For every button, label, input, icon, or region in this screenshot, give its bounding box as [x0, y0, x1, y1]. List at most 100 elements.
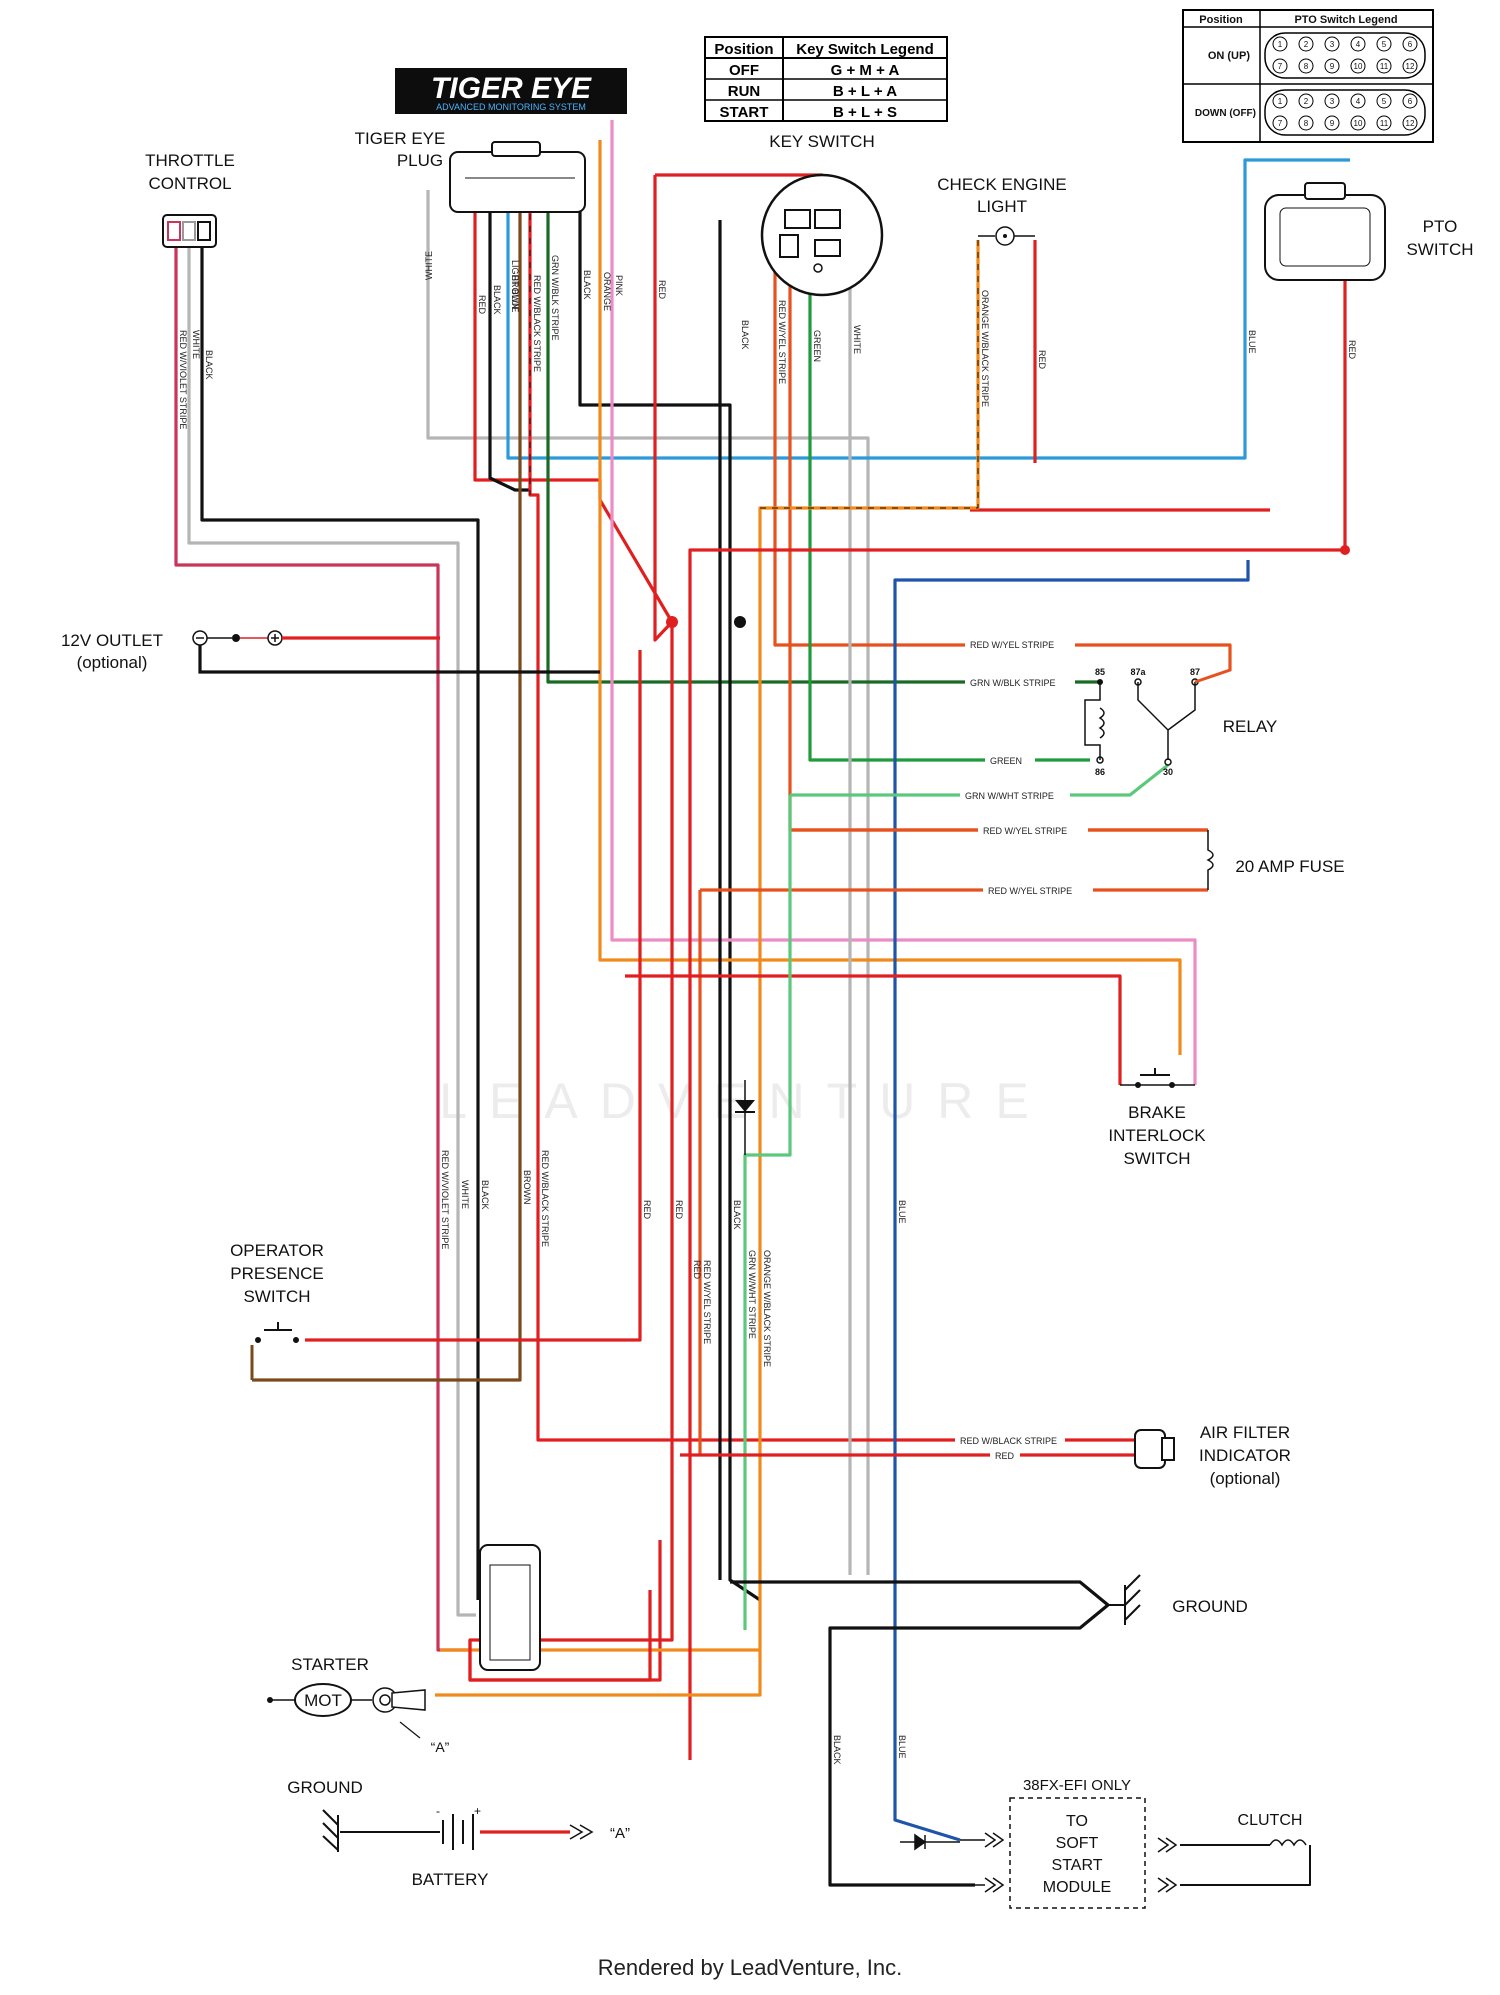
wire-blue — [893, 560, 1250, 1842]
relay-icon — [1084, 648, 1232, 766]
outlet-label: 12V OUTLET — [61, 631, 163, 650]
soft-start-connectors — [900, 1832, 1178, 1893]
pto-pin-number: 10 — [1354, 62, 1363, 71]
wire-gbk-plug — [546, 190, 1100, 684]
soft-start-line-1: TO — [1066, 1813, 1088, 1830]
svg-text:BLACK: BLACK — [832, 1735, 842, 1765]
wire-throttle-red-violet — [174, 245, 470, 1652]
pto-pin — [1298, 36, 1314, 52]
wire-rbk-plug — [528, 190, 1145, 1442]
pto-pin-number: 2 — [1304, 97, 1309, 106]
air-filter-connector — [1134, 1429, 1175, 1469]
svg-text:LIGHT BLUE: LIGHT BLUE — [510, 260, 520, 312]
wires — [174, 120, 1350, 1887]
pto-pin — [1324, 93, 1340, 109]
pto-pin-number: 3 — [1330, 40, 1335, 49]
pto-pin-number: 5 — [1382, 40, 1387, 49]
svg-text:+: + — [474, 1804, 481, 1818]
pto-pin-number: 11 — [1380, 119, 1389, 128]
svg-text:RED: RED — [1037, 350, 1047, 370]
pto-pin — [1272, 115, 1288, 131]
svg-text:ORANGE: ORANGE — [602, 272, 612, 311]
junction-red-pto — [1340, 545, 1350, 555]
clutch-label: CLUTCH — [1238, 1812, 1303, 1829]
wire-black-plug — [488, 190, 530, 492]
pto-pin-number: 7 — [1278, 119, 1283, 128]
pto-legend-position: DOWN (OFF) — [1195, 108, 1256, 119]
footer-credit: Rendered by LeadVenture, Inc. — [597, 1955, 903, 1980]
pto-pin — [1272, 36, 1288, 52]
air-filter-optional: (optional) — [1210, 1469, 1281, 1488]
pto-pin — [1324, 58, 1340, 74]
pto-label-2: SWITCH — [1406, 240, 1473, 259]
key-legend-value: B + L + S — [833, 104, 897, 121]
wire-red-operator — [305, 650, 642, 1342]
svg-text:RED: RED — [657, 280, 667, 300]
pto-pin-number: 4 — [1356, 97, 1361, 106]
pto-pin — [1298, 58, 1314, 74]
pto-legend-header-position: Position — [1199, 14, 1243, 26]
pto-pin-number: 7 — [1278, 62, 1283, 71]
svg-text:GRN W/WHT STRIPE: GRN W/WHT STRIPE — [965, 791, 1054, 801]
svg-text:BLACK: BLACK — [582, 270, 592, 300]
brake-label-3: SWITCH — [1123, 1149, 1190, 1168]
svg-text:BLACK: BLACK — [492, 285, 502, 315]
svg-text:BROWN: BROWN — [510, 275, 520, 310]
pto-pin — [1298, 93, 1314, 109]
throttle-label-1: THROTTLE — [145, 151, 235, 170]
key-legend-position: OFF — [729, 62, 759, 79]
pto-pin — [1376, 58, 1392, 74]
svg-text:PINK: PINK — [614, 275, 624, 296]
wire-labels: RED W/VIOLET STRIPE WHITE BLACK WHITE RE… — [178, 251, 1357, 1765]
svg-text:BLACK: BLACK — [204, 350, 214, 380]
wire-labels-horizontal: RED W/YEL STRIPE GRN W/BLK STRIPE GREEN … — [955, 638, 1093, 1461]
soft-start-line-2: SOFT — [1056, 1835, 1099, 1852]
pto-switch-connector — [1264, 182, 1386, 281]
operator-label-1: OPERATOR — [230, 1241, 324, 1260]
ground-icon — [1108, 1574, 1141, 1625]
wire-orange-starter — [435, 1650, 762, 1697]
brake-label-2: INTERLOCK — [1108, 1126, 1206, 1145]
logo-tagline: ADVANCED MONITORING SYSTEM — [436, 102, 586, 112]
pto-pin — [1402, 58, 1418, 74]
svg-text:RED W/YEL STRIPE: RED W/YEL STRIPE — [988, 886, 1072, 896]
pto-pin — [1402, 93, 1418, 109]
svg-text:RED W/BLACK STRIPE: RED W/BLACK STRIPE — [960, 1436, 1057, 1446]
point-a-label: “A” — [431, 1739, 450, 1755]
fuse-label: 20 AMP FUSE — [1235, 857, 1344, 876]
key-switch-legend: Position Key Switch Legend OFF G + M + A… — [704, 36, 948, 122]
svg-text:RED W/VIOLET STRIPE: RED W/VIOLET STRIPE — [178, 330, 188, 429]
junction-black — [734, 616, 746, 628]
pto-pin-number: 9 — [1330, 62, 1335, 71]
brake-label-1: BRAKE — [1128, 1103, 1186, 1122]
starter-label: STARTER — [291, 1655, 369, 1674]
svg-text:RED W/BLACK STRIPE: RED W/BLACK STRIPE — [532, 275, 542, 372]
brake-switch-icon — [1120, 1068, 1195, 1088]
pto-pin-number: 8 — [1304, 119, 1309, 128]
svg-text:GREEN: GREEN — [812, 330, 822, 362]
wire-black-ground-soft — [830, 1870, 975, 1885]
operator-label-3: SWITCH — [243, 1287, 310, 1306]
pto-pin — [1272, 93, 1288, 109]
svg-text:GRN W/WHT STRIPE: GRN W/WHT STRIPE — [747, 1250, 757, 1339]
pto-pin — [1324, 115, 1340, 131]
ground-label: GROUND — [1172, 1597, 1248, 1616]
pto-pin-number: 4 — [1356, 40, 1361, 49]
fuse-icon — [1206, 830, 1214, 890]
relay-pin-87: 87 — [1190, 667, 1200, 677]
wire-throttle-black — [200, 245, 480, 1600]
svg-text:BLUE: BLUE — [897, 1200, 907, 1224]
operator-switch-icon — [250, 1322, 299, 1380]
wire-throttle-white — [187, 245, 476, 1617]
pto-pin-number: 9 — [1330, 119, 1335, 128]
svg-text:GRN W/BLK STRIPE: GRN W/BLK STRIPE — [550, 255, 560, 341]
relay-pin-86: 86 — [1095, 767, 1105, 777]
pto-pin-number: 1 — [1278, 40, 1283, 49]
svg-text:BLACK: BLACK — [740, 320, 750, 350]
battery-icon: - + — [436, 1804, 594, 1850]
diode-icon — [735, 1080, 755, 1155]
motor-label: MOT — [304, 1691, 342, 1710]
tiger-plug-label-2: PLUG — [397, 151, 443, 170]
pto-pin-number: 11 — [1380, 62, 1389, 71]
